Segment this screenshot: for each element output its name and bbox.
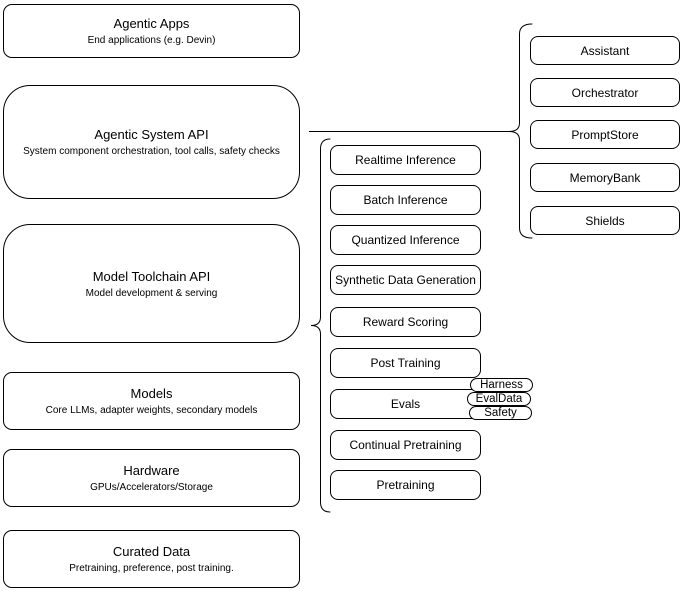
eval-tag-evaldata: EvalData (467, 392, 531, 406)
box-subtitle: GPUs/Accelerators/Storage (90, 482, 213, 493)
toolchain-item-batch-inference: Batch Inference (330, 185, 481, 215)
box-agentic-apps: Agentic Apps End applications (e.g. Devi… (3, 4, 300, 58)
box-subtitle: System component orchestration, tool cal… (23, 146, 280, 157)
box-subtitle: Pretraining, preference, post training. (69, 563, 234, 574)
component-orchestrator: Orchestrator (530, 78, 680, 107)
toolchain-item-evals: Evals (330, 389, 481, 419)
system-brace (508, 23, 533, 239)
box-title: Agentic Apps (113, 16, 190, 31)
component-shields: Shields (530, 206, 680, 235)
toolchain-item-post-training: Post Training (330, 348, 481, 378)
box-models: Models Core LLMs, adapter weights, secon… (3, 372, 300, 430)
box-title: Agentic System API (94, 127, 209, 142)
component-memorybank: MemoryBank (530, 163, 680, 192)
eval-tag-harness: Harness (470, 378, 533, 392)
component-promptstore: PromptStore (530, 120, 680, 149)
toolchain-item-continual-pretraining: Continual Pretraining (330, 430, 481, 460)
box-title: Model Toolchain API (92, 268, 211, 284)
toolchain-item-synthetic-data-generation: Synthetic Data Generation (330, 265, 481, 295)
box-subtitle: Core LLMs, adapter weights, secondary mo… (45, 405, 258, 416)
box-hardware: Hardware GPUs/Accelerators/Storage (3, 449, 300, 507)
toolchain-item-reward-scoring: Reward Scoring (330, 307, 481, 337)
box-curated-data: Curated Data Pretraining, preference, po… (3, 530, 300, 588)
toolchain-brace (310, 138, 331, 513)
toolchain-item-realtime-inference: Realtime Inference (330, 145, 481, 175)
box-subtitle: Model development & serving (85, 287, 218, 299)
toolchain-item-quantized-inference: Quantized Inference (330, 225, 481, 255)
box-subtitle: End applications (e.g. Devin) (87, 35, 216, 46)
eval-tag-safety: Safety (469, 406, 532, 420)
box-title: Curated Data (112, 544, 191, 559)
box-model-toolchain-api: Model Toolchain API Model development & … (3, 224, 300, 343)
box-title: Models (130, 386, 173, 401)
component-assistant: Assistant (530, 36, 680, 65)
box-agentic-system-api: Agentic System API System component orch… (3, 85, 300, 199)
box-title: Hardware (123, 463, 180, 478)
toolchain-item-pretraining: Pretraining (330, 470, 481, 500)
